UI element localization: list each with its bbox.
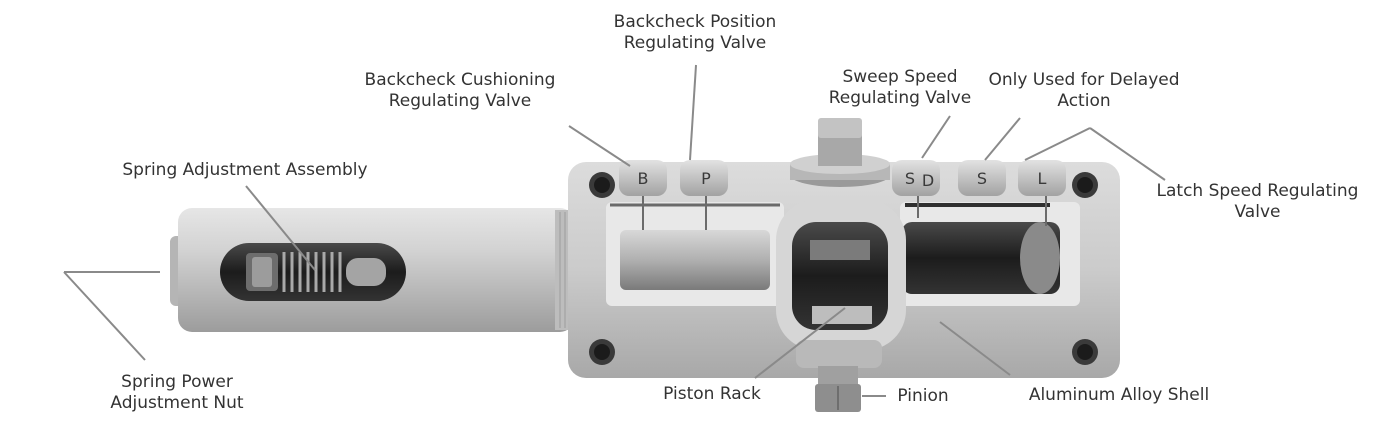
valve-letter-s2: S	[977, 169, 987, 188]
label-pinion: Pinion	[897, 386, 949, 406]
valve-letter-l: L	[1038, 169, 1047, 188]
valve-letter-s: S	[905, 169, 915, 188]
hex-nut-icon	[796, 340, 882, 412]
valve-letter-p: P	[701, 169, 711, 188]
valve-letter-d: D	[922, 171, 934, 190]
label-backcheck-cushioning: Backcheck Cushioning Regulating Valve	[364, 70, 556, 111]
label-delayed-action: Only Used for Delayed Action	[988, 70, 1180, 111]
label-spring-power: Spring Power Adjustment Nut	[110, 372, 244, 413]
mounting-hole-icon	[589, 172, 1098, 365]
label-sweep-speed: Sweep Speed Regulating Valve	[828, 67, 972, 108]
valve-cap-icon	[619, 160, 1066, 196]
valve-letter-b: B	[638, 169, 649, 188]
top-pinion-shaft	[790, 118, 890, 187]
label-aluminum-shell: Aluminum Alloy Shell	[1028, 385, 1210, 405]
label-spring-adjustment: Spring Adjustment Assembly	[122, 160, 368, 180]
leader-lines	[63, 64, 1166, 397]
label-latch-speed: Latch Speed Regulating Valve	[1156, 181, 1359, 222]
label-piston-rack: Piston Rack	[663, 384, 761, 404]
label-backcheck-position: Backcheck Position Regulating Valve	[613, 12, 777, 53]
spring-adjustment-window	[220, 243, 406, 301]
valve-stems	[642, 196, 1047, 230]
